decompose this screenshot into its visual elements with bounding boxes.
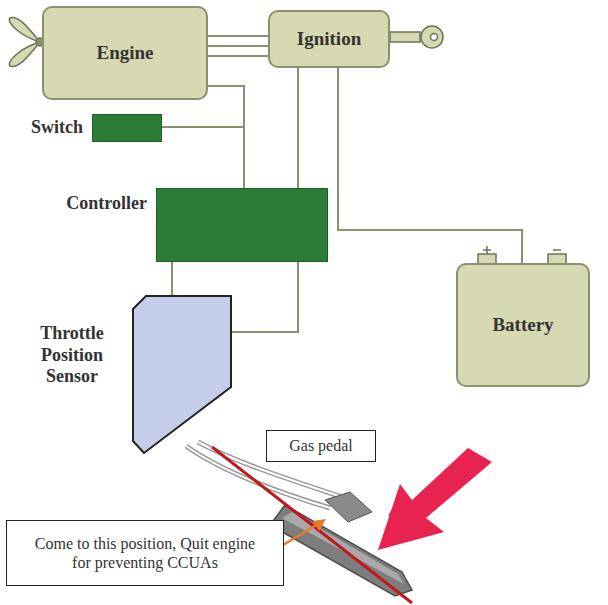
propeller-icon xyxy=(9,17,44,66)
node-label: Engine xyxy=(96,42,153,65)
callout-arrow xyxy=(278,519,326,548)
engine-box: Engine xyxy=(42,6,208,100)
node-label: Switch xyxy=(3,117,83,139)
node-label: Ignition xyxy=(297,28,361,51)
wire-connector xyxy=(162,127,244,188)
node-label: Come to this position, Quit engine for p… xyxy=(11,534,279,572)
key-icon xyxy=(390,26,443,48)
node-label: Battery xyxy=(492,314,553,337)
node-label: Gas pedal xyxy=(289,436,353,455)
wire-connector xyxy=(208,45,268,47)
wire xyxy=(208,35,268,37)
wire-connector xyxy=(208,86,244,188)
node-label: Controller xyxy=(37,193,147,215)
callout-box: Come to this position, Quit engine for p… xyxy=(6,520,284,586)
ignition-box: Ignition xyxy=(268,10,390,68)
node-label: Throttle Position Sensor xyxy=(20,323,124,388)
controller-box: Controller xyxy=(156,188,328,262)
wire-connector xyxy=(338,68,522,263)
sensor-outline xyxy=(132,295,232,455)
sensor-shape: Throttle Position Sensor xyxy=(132,295,232,455)
switch-box: Switch xyxy=(92,114,162,142)
label-box: Gas pedal xyxy=(266,430,376,462)
press-arrow xyxy=(378,448,492,550)
battery-box: Battery xyxy=(456,263,590,387)
wire xyxy=(208,55,268,57)
wire-connector xyxy=(171,262,173,295)
